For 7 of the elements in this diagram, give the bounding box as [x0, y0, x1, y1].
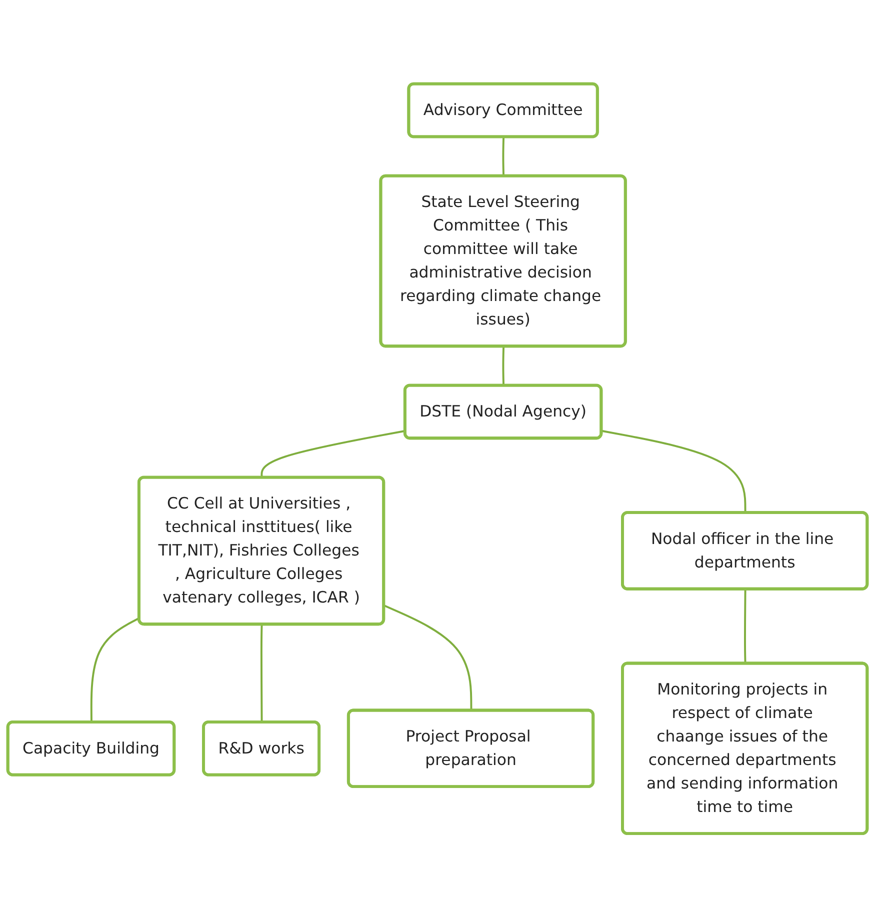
connector [260, 624, 263, 722]
connector [502, 346, 505, 386]
connector [744, 589, 746, 664]
connector [602, 430, 746, 513]
connector [384, 604, 472, 711]
connector [90, 616, 140, 722]
connector [502, 136, 505, 176]
